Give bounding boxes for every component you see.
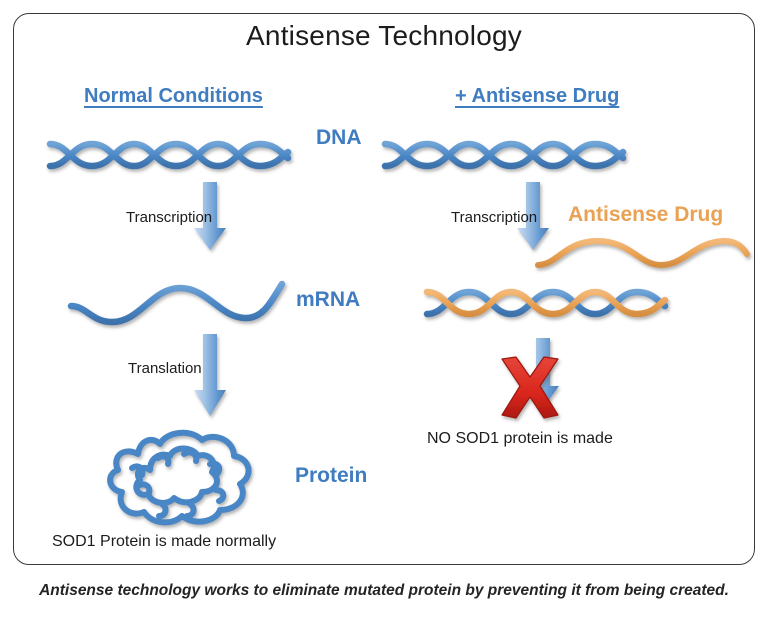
antisense-drug-strand bbox=[535, 237, 750, 275]
column-heading-normal: Normal Conditions bbox=[84, 85, 263, 107]
down-arrow-icon-translation bbox=[194, 334, 226, 416]
mrna-drug-duplex bbox=[423, 288, 669, 318]
column-heading-antisense: + Antisense Drug bbox=[455, 85, 620, 107]
process-label-transcription-left: Transcription bbox=[126, 209, 213, 226]
result-text-right: NO SOD1 protein is made bbox=[427, 430, 613, 447]
down-arrow-icon-transcription-right bbox=[517, 182, 549, 250]
molecule-label-dna: DNA bbox=[316, 126, 362, 149]
result-text-left: SOD1 Protein is made normally bbox=[52, 533, 277, 550]
down-arrow-icon-transcription-left bbox=[194, 182, 226, 250]
figure-caption: Antisense technology works to eliminate … bbox=[39, 582, 729, 599]
process-label-transcription-right: Transcription bbox=[451, 209, 538, 226]
molecule-label-mrna: mRNA bbox=[296, 288, 361, 311]
page-title: Antisense Technology bbox=[246, 20, 522, 51]
process-label-translation: Translation bbox=[128, 360, 202, 377]
dna-double-helix-left bbox=[46, 140, 292, 170]
mrna-strand-left bbox=[67, 280, 286, 339]
molecule-label-protein: Protein bbox=[295, 464, 368, 487]
red-x-icon bbox=[501, 356, 559, 419]
dna-double-helix-right bbox=[381, 140, 627, 170]
protein-blob bbox=[107, 429, 252, 526]
molecule-label-antisense-drug: Antisense Drug bbox=[568, 203, 724, 226]
